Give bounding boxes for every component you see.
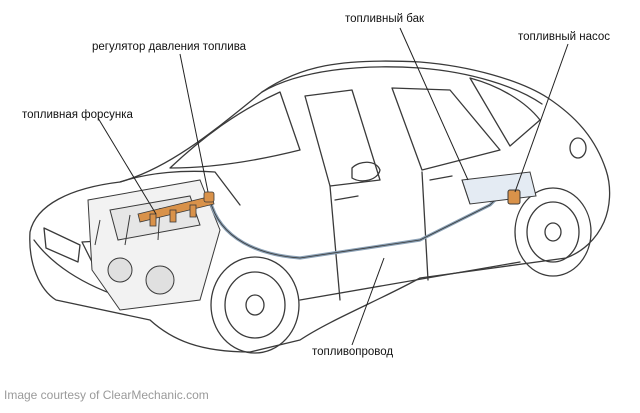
- label-fuel-injector: топливная форсунка: [22, 109, 133, 121]
- leader-fuel-pump: [514, 43, 569, 193]
- leader-pressure-regulator: [179, 53, 209, 193]
- leader-fuel-tank: [399, 27, 469, 181]
- windshield: [169, 91, 301, 169]
- label-fuel-tank: топливный бак: [345, 13, 424, 25]
- fuel-filler: [569, 137, 587, 159]
- car-body-outline: [29, 60, 611, 353]
- fuel-tank: [461, 171, 537, 205]
- car-roof: [261, 66, 543, 105]
- pressure-regulator: [203, 191, 215, 203]
- door-handle-rear: [334, 195, 359, 201]
- rear-window: [469, 77, 541, 147]
- fuel-rail: [137, 191, 215, 227]
- hood-line: [119, 170, 241, 206]
- wheel-front: [210, 256, 300, 354]
- label-fuel-line: топливопровод: [312, 346, 394, 358]
- grille: [43, 227, 81, 263]
- front-side-window: [304, 89, 381, 187]
- wheel-rear: [514, 187, 592, 277]
- leader-fuel-injector: [97, 117, 157, 215]
- rocker: [299, 261, 521, 301]
- fuel-pump: [507, 189, 521, 205]
- label-fuel-pump: топливный насос: [518, 31, 611, 43]
- leader-fuel-line: [351, 257, 385, 346]
- label-pressure-regulator: регулятор давления топлива: [92, 41, 247, 53]
- door-handle-front: [429, 175, 453, 181]
- mirror: [351, 161, 381, 182]
- door-line-rear: [421, 171, 429, 281]
- rear-side-window: [391, 87, 501, 171]
- image-credit: Image courtesy of ClearMechanic.com: [4, 388, 209, 402]
- fuel-line: [208, 193, 502, 260]
- door-line-front: [329, 185, 341, 301]
